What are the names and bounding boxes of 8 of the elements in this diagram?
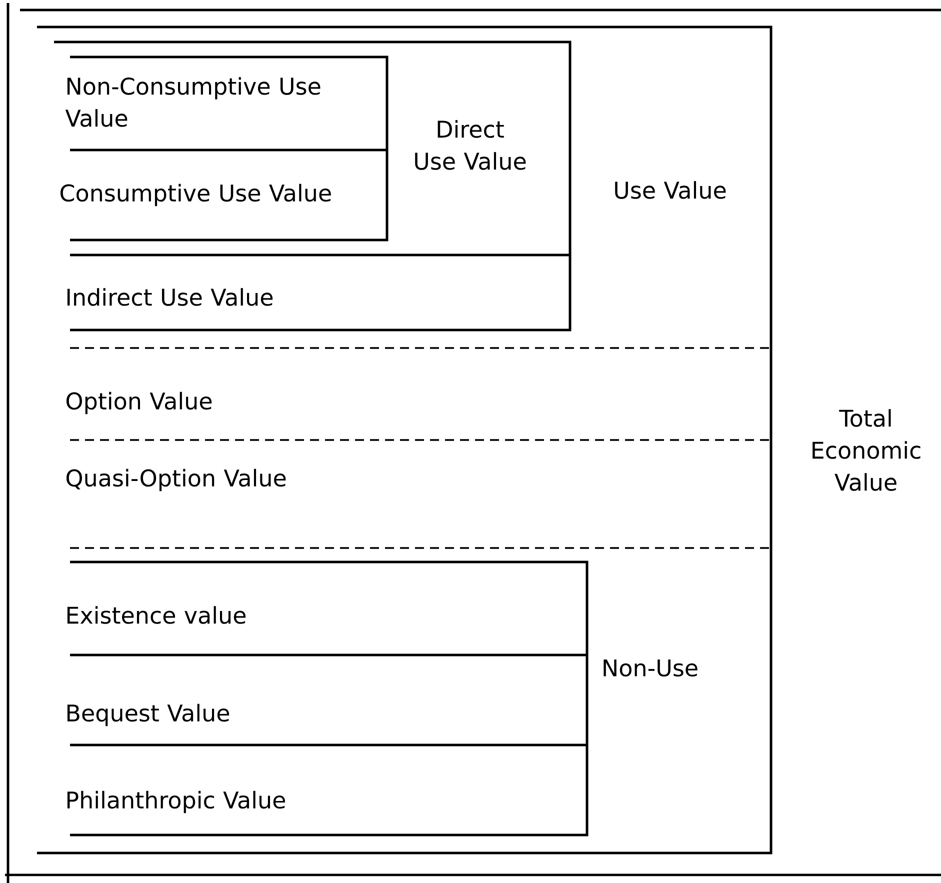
bracket-band: Bequest Value	[67, 655, 588, 746]
bracket-band: Quasi-Option Value	[66, 440, 772, 549]
bracket-band: Existence value	[67, 560, 588, 656]
bracket-band: Option Value	[66, 348, 772, 441]
bracket-band: Consumptive Use Value	[60, 150, 388, 242]
bracket-band: Non-Consumptive Use Value	[65, 56, 388, 152]
bracket-band: Indirect Use Value	[67, 255, 572, 332]
bracket-band: Philanthropic Value	[67, 745, 588, 836]
